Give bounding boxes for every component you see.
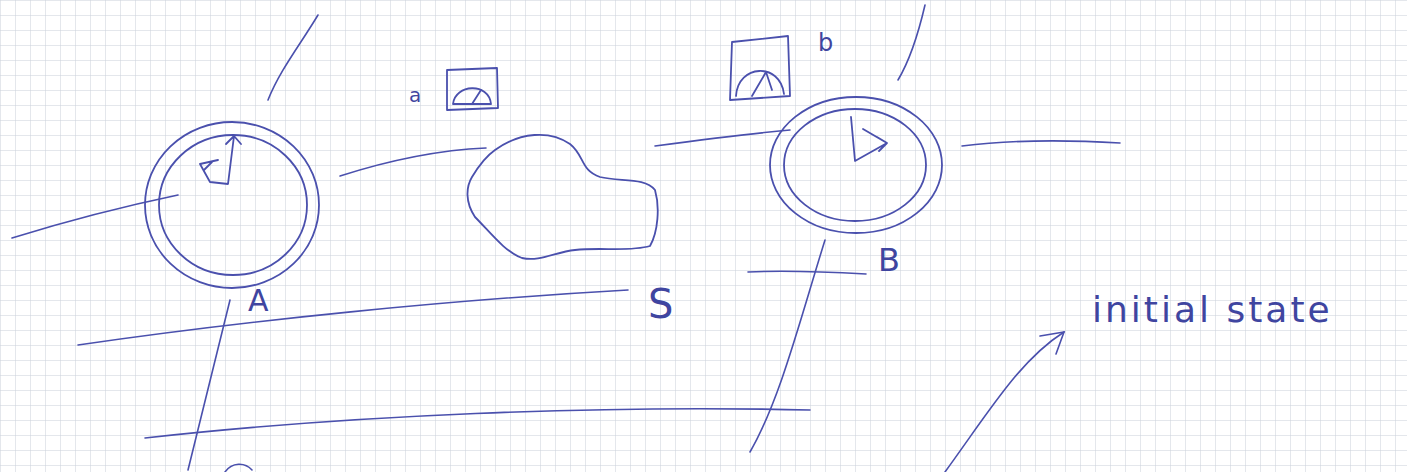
node-label: b: [818, 30, 833, 56]
pointer-arrow: [945, 332, 1064, 472]
arrow-head: [1040, 332, 1064, 354]
note-label: initial state: [1092, 290, 1333, 330]
stray-line: [12, 195, 178, 238]
stray-line: [962, 141, 1120, 146]
leader-line: [898, 5, 925, 80]
stray-line: [145, 409, 810, 438]
meter-node: b: [722, 24, 842, 106]
stray-line: [340, 148, 486, 176]
blob-node: S: [460, 122, 700, 330]
node-label: A: [248, 284, 269, 317]
leader-line: [268, 15, 318, 100]
node-label: a: [409, 84, 421, 106]
leader-line: [748, 271, 866, 274]
leader-line: [78, 290, 628, 345]
stray-line: [188, 300, 230, 470]
outline-shape: [140, 112, 330, 317]
stray-line: [225, 464, 252, 472]
node-label: S: [648, 282, 673, 326]
circle-node: A: [140, 112, 330, 321]
meter-node: a: [405, 62, 505, 117]
circle-node: B: [765, 93, 947, 283]
stray-line: [655, 130, 790, 146]
node-label: B: [878, 243, 900, 278]
outline-shape: [765, 93, 947, 283]
stray-lines: [12, 5, 1120, 472]
stray-line: [750, 240, 825, 452]
